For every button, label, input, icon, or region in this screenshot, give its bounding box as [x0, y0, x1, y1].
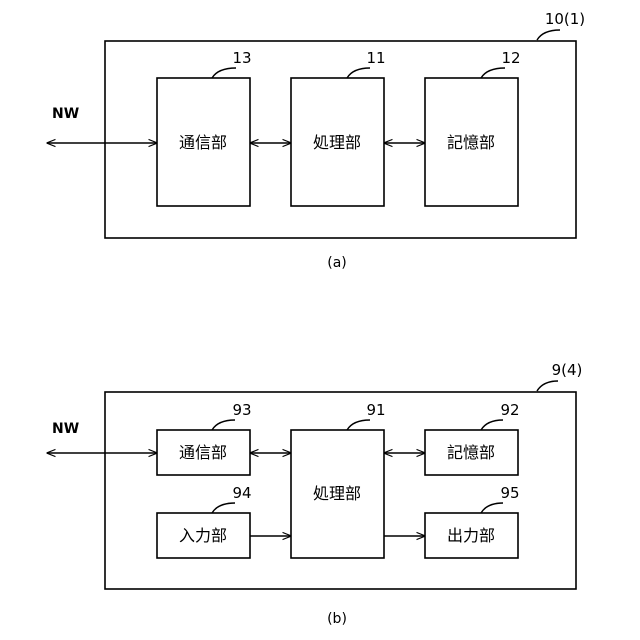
storage-unit-92-label: 記憶部	[447, 443, 495, 462]
ref-92-label: 92	[500, 401, 519, 419]
caption-a: (a)	[327, 255, 347, 271]
diagram-b: 9(4) 通信部 93 入力部 94 処理部 91 記憶部 92 出力部 95 …	[47, 361, 582, 627]
communication-unit-93-label: 通信部	[179, 443, 227, 462]
ref-91-label: 91	[366, 401, 385, 419]
ref-94-label: 94	[232, 484, 251, 502]
output-unit-95-label: 出力部	[447, 526, 495, 545]
communication-unit-13-label: 通信部	[179, 133, 227, 152]
device-9-label: 9(4)	[552, 361, 583, 379]
nw-label-b: NW	[52, 421, 79, 437]
device-10-label: 10(1)	[545, 10, 585, 28]
ref-11-label: 11	[366, 49, 385, 67]
input-unit-94-label: 入力部	[179, 526, 227, 545]
ref-95-label: 95	[500, 484, 519, 502]
device-10-leader-line	[537, 30, 560, 40]
ref-93-label: 93	[232, 401, 251, 419]
storage-unit-12-label: 記憶部	[447, 133, 495, 152]
ref-12-label: 12	[501, 49, 520, 67]
processing-unit-11-label: 処理部	[313, 133, 361, 152]
device-9-leader-line	[537, 381, 558, 391]
caption-b: (b)	[327, 611, 347, 627]
nw-label-a: NW	[52, 106, 79, 122]
ref-13-label: 13	[232, 49, 251, 67]
processing-unit-91-label: 処理部	[313, 484, 361, 503]
diagram-a: 10(1) 通信部 13 処理部 11 記憶部 12 NW (a)	[47, 10, 585, 271]
